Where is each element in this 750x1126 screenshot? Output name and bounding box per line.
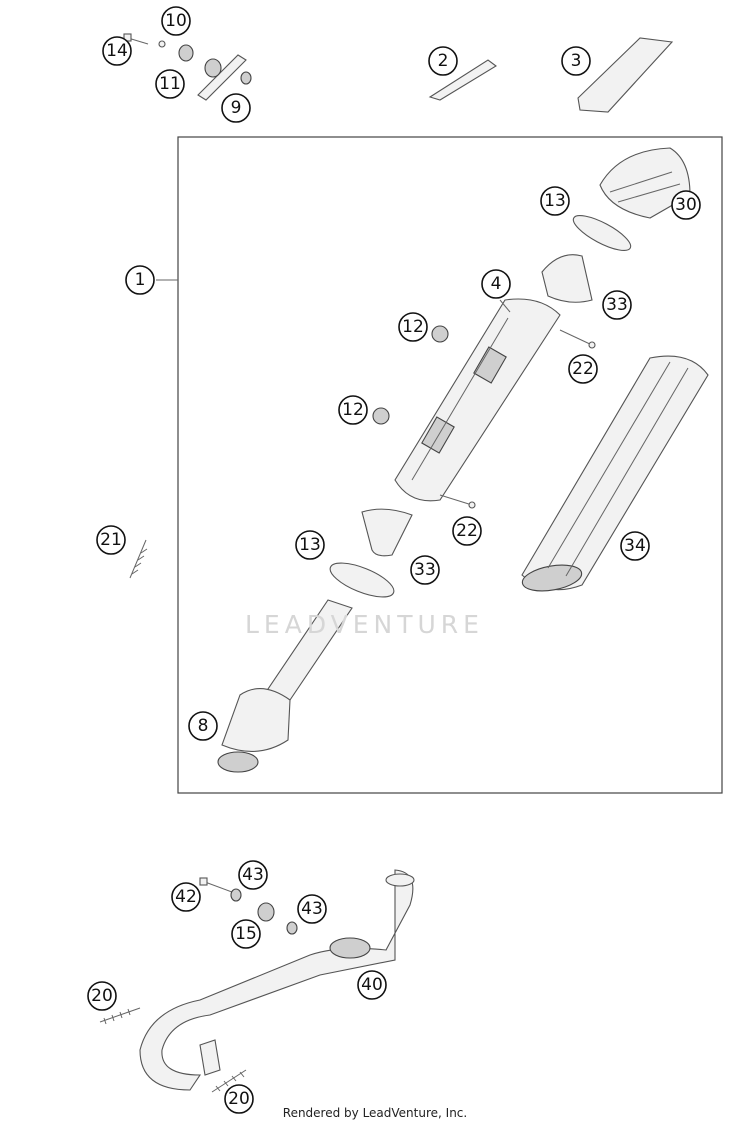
silencer-sleeve-34 [521, 355, 709, 592]
screw-22-b-line [439, 494, 473, 506]
header-pipe-40 [139, 869, 415, 1091]
svg-text:9: 9 [231, 98, 242, 118]
callout-43-right: 43 [297, 894, 327, 924]
svg-text:20: 20 [228, 1089, 250, 1109]
callout-42: 42 [171, 882, 201, 912]
svg-text:14: 14 [106, 41, 128, 61]
svg-text:22: 22 [456, 521, 478, 541]
svg-text:8: 8 [198, 716, 209, 736]
screw-22-a-line [559, 329, 593, 346]
grommet-12-a [431, 325, 449, 343]
svg-text:22: 22 [572, 359, 594, 379]
grommet-12-b [372, 407, 390, 425]
screw-22-b [468, 501, 476, 509]
svg-text:40: 40 [361, 975, 383, 995]
callout-34: 34 [620, 531, 650, 561]
callout-10: 10 [161, 6, 191, 36]
callout-15: 15 [231, 919, 261, 949]
callout-40: 40 [357, 970, 387, 1000]
svg-text:2: 2 [438, 51, 449, 71]
svg-text:11: 11 [159, 74, 181, 94]
svg-text:10: 10 [165, 11, 187, 31]
callout-14: 14 [102, 36, 132, 66]
link-pipe-8 [217, 599, 353, 773]
callout-1: 1 [125, 265, 155, 295]
callout-9: 9 [221, 93, 251, 123]
spring-21 [129, 539, 148, 579]
callout-12-top: 12 [398, 312, 428, 342]
callout-43-top: 43 [238, 860, 268, 890]
callout-33-bottom: 33 [410, 555, 440, 585]
svg-text:12: 12 [342, 400, 364, 420]
callout-33-top: 33 [602, 290, 632, 320]
svg-text:30: 30 [675, 195, 697, 215]
pad-2 [428, 59, 497, 101]
callout-22-bottom: 22 [452, 516, 482, 546]
svg-text:33: 33 [606, 295, 628, 315]
cone-33-bottom [361, 508, 413, 557]
spring-20-b [211, 1069, 247, 1093]
svg-text:42: 42 [175, 887, 197, 907]
svg-text:1: 1 [135, 270, 146, 290]
svg-text:43: 43 [242, 865, 264, 885]
callout-8: 8 [188, 711, 218, 741]
svg-text:3: 3 [571, 51, 582, 71]
callout-12-bottom: 12 [338, 395, 368, 425]
callout-30: 30 [671, 190, 701, 220]
svg-text:13: 13 [544, 191, 566, 211]
cone-33-top [541, 254, 593, 303]
callout-20-bottom: 20 [224, 1084, 254, 1114]
svg-text:34: 34 [624, 536, 646, 556]
svg-text:43: 43 [301, 899, 323, 919]
pad-3 [577, 37, 674, 113]
leader-4 [499, 299, 511, 313]
callout-2: 2 [428, 46, 458, 76]
bracket-hardware-group [123, 33, 252, 101]
svg-text:12: 12 [402, 317, 424, 337]
spring-20-a [99, 1007, 141, 1025]
assembly-frame [177, 136, 723, 794]
callout-3: 3 [561, 46, 591, 76]
callout-20-left: 20 [87, 981, 117, 1011]
svg-text:15: 15 [235, 924, 257, 944]
callout-11: 11 [155, 69, 185, 99]
callout-22-top: 22 [568, 354, 598, 384]
svg-text:21: 21 [100, 530, 122, 550]
silencer-body-4 [394, 298, 561, 502]
callout-21: 21 [96, 525, 126, 555]
ring-13-top [572, 215, 632, 251]
screw-22-a [588, 341, 596, 349]
callout-13-top: 13 [540, 186, 570, 216]
callout-4: 4 [481, 269, 511, 299]
callout-13-bottom: 13 [295, 530, 325, 560]
end-cap-30 [599, 147, 691, 219]
footer-credit: Rendered by LeadVenture, Inc. [282, 1106, 468, 1120]
svg-text:33: 33 [414, 560, 436, 580]
svg-text:4: 4 [491, 274, 502, 294]
ring-13-bottom [329, 562, 395, 598]
svg-text:13: 13 [299, 535, 321, 555]
watermark: LEADVENTURE [245, 610, 484, 639]
manifold-hardware-group [199, 877, 298, 935]
svg-text:20: 20 [91, 986, 113, 1006]
